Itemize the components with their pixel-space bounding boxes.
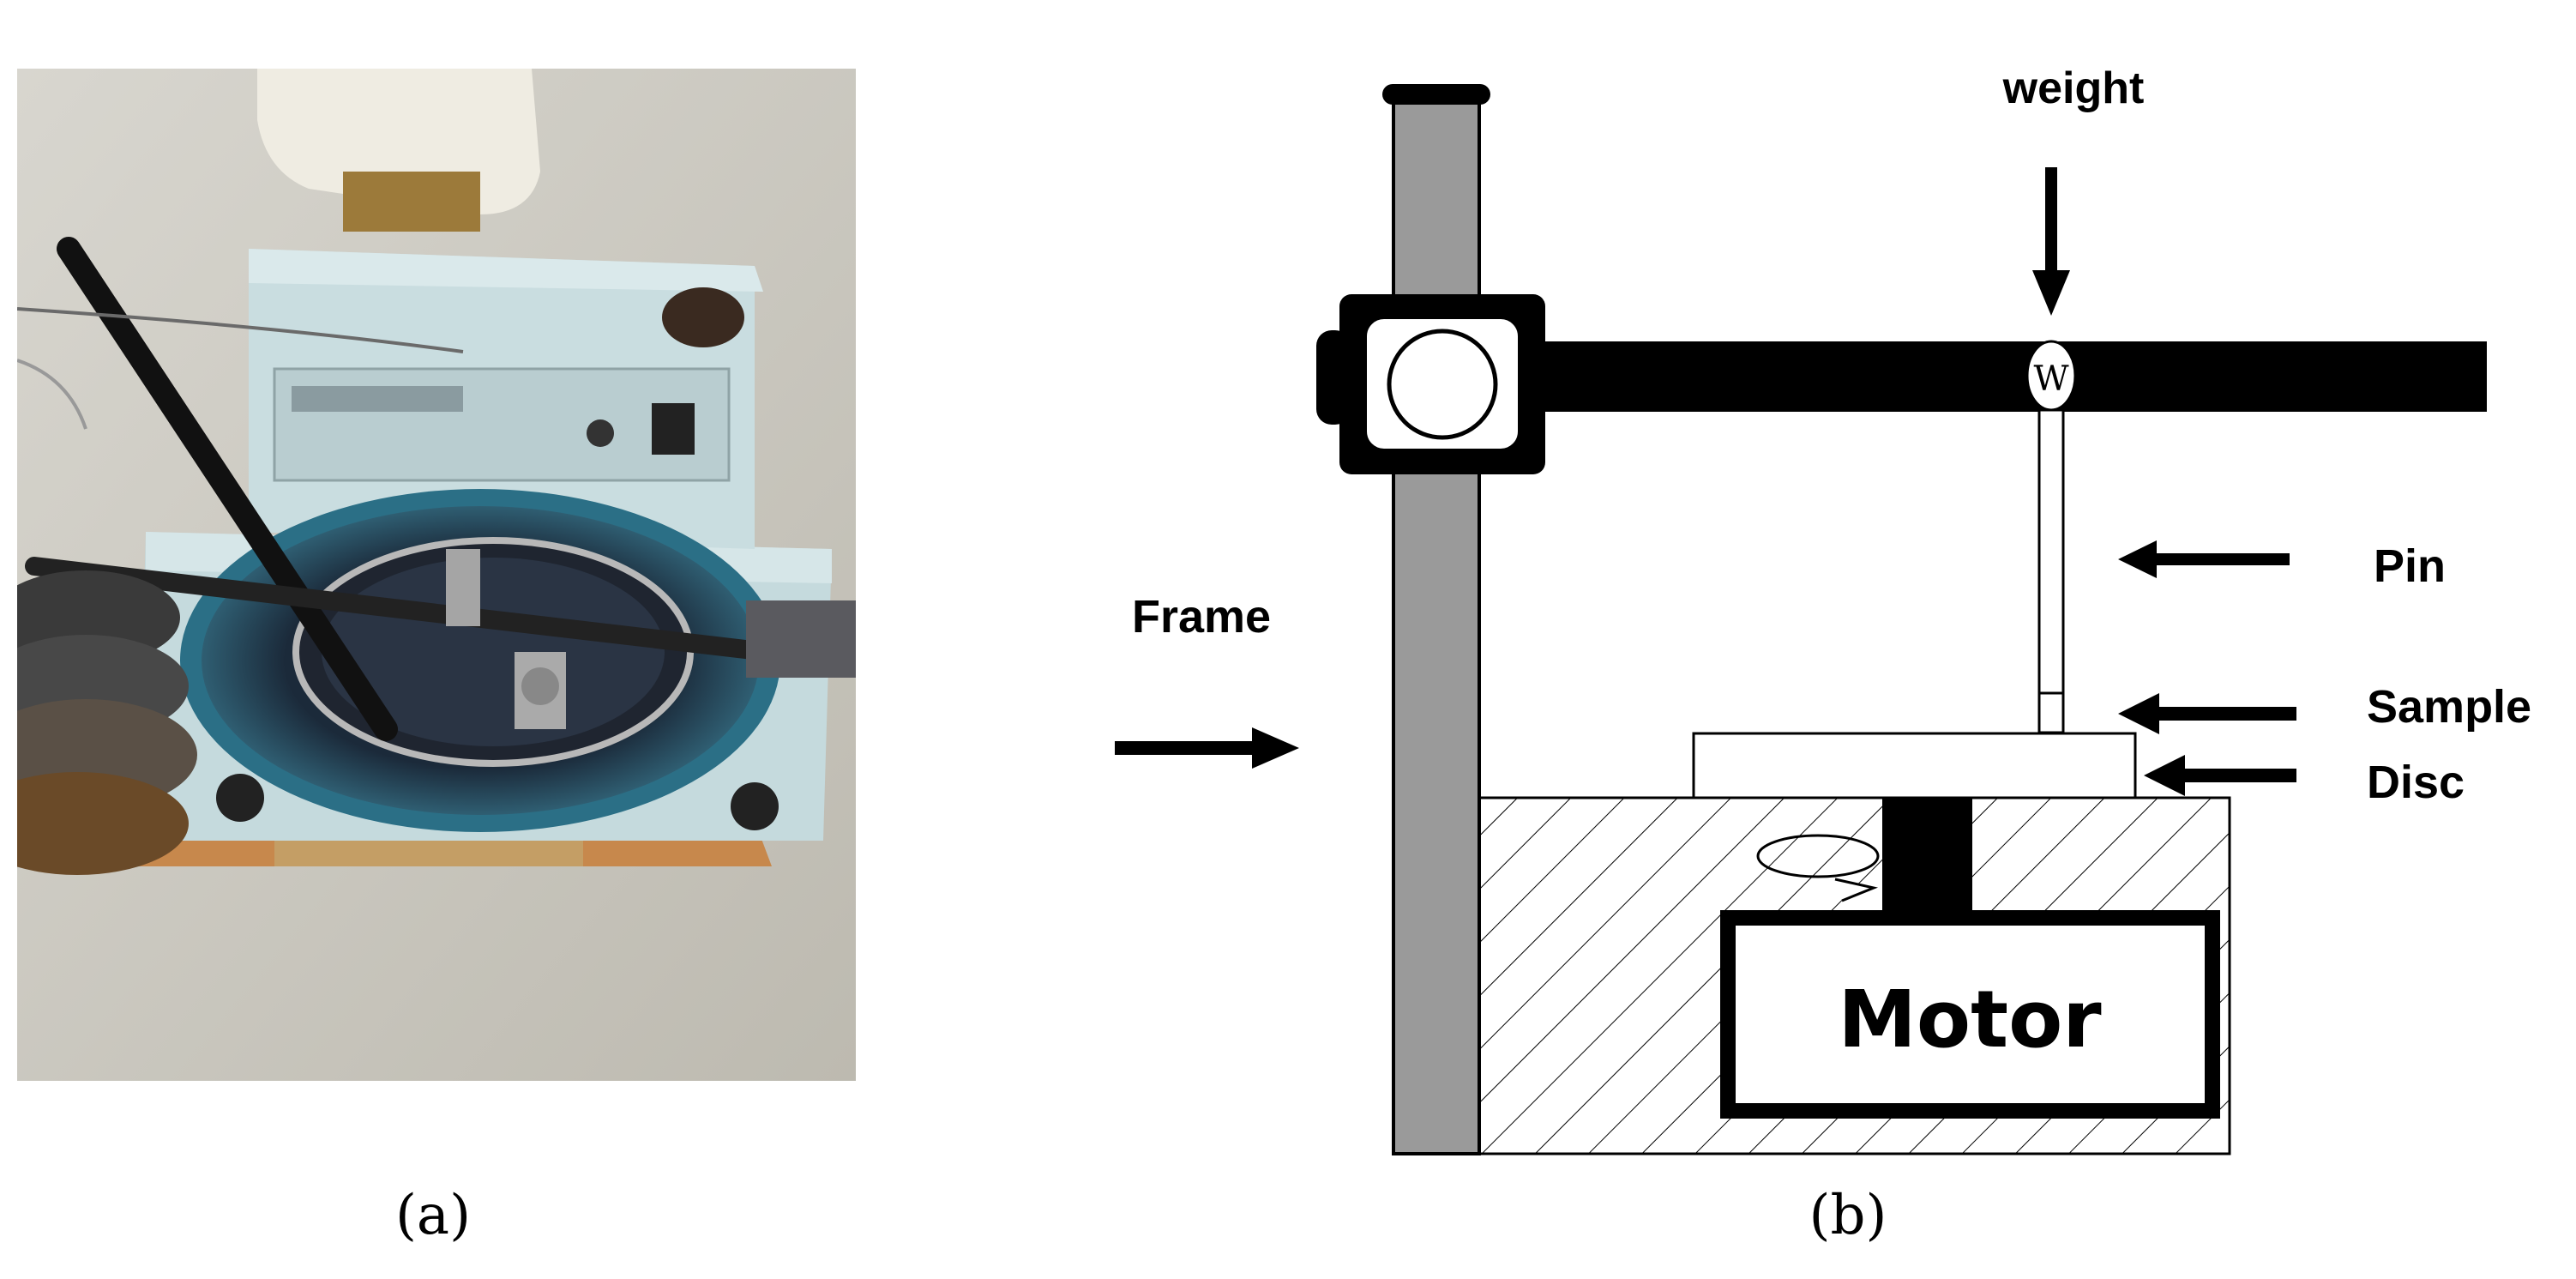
frame-cap bbox=[1382, 84, 1490, 105]
rotation-arrow-icon bbox=[1756, 834, 1880, 902]
weight-label: weight bbox=[2002, 63, 2145, 113]
disc-arrow-icon bbox=[2144, 755, 2296, 796]
frame-arrow-icon bbox=[1096, 727, 1299, 769]
pin-label: Pin bbox=[2374, 540, 2446, 592]
sample bbox=[2037, 691, 2065, 734]
frame-label: Frame bbox=[1132, 591, 1272, 643]
pin bbox=[2037, 408, 2065, 695]
clamp-knob bbox=[1316, 330, 1351, 425]
clamp-screw-icon bbox=[1387, 329, 1498, 440]
pin-arrow-icon bbox=[2118, 540, 2290, 578]
weight-w-label: W bbox=[2033, 359, 2068, 399]
weight-marker: W bbox=[2025, 340, 2077, 412]
load-arm bbox=[1505, 341, 2487, 412]
sample-arrow-icon bbox=[2118, 693, 2296, 734]
sample-label: Sample bbox=[2367, 681, 2531, 733]
weight-arrow-icon bbox=[2032, 167, 2070, 316]
frame-column bbox=[1392, 97, 1481, 1155]
panel-b-caption: (b) bbox=[1809, 1184, 1887, 1247]
motor-box bbox=[1720, 910, 2220, 1119]
motor-shaft bbox=[1882, 798, 1972, 926]
disc bbox=[1692, 732, 2137, 799]
photo-pin-on-disc-tester bbox=[17, 69, 856, 1081]
panel-a-caption: (a) bbox=[394, 1184, 472, 1247]
pin-on-disc-schematic: Motor W weight bbox=[1096, 26, 2576, 1167]
disc-label: Disc bbox=[2367, 757, 2465, 808]
motor-label: Motor bbox=[1838, 974, 2102, 1065]
